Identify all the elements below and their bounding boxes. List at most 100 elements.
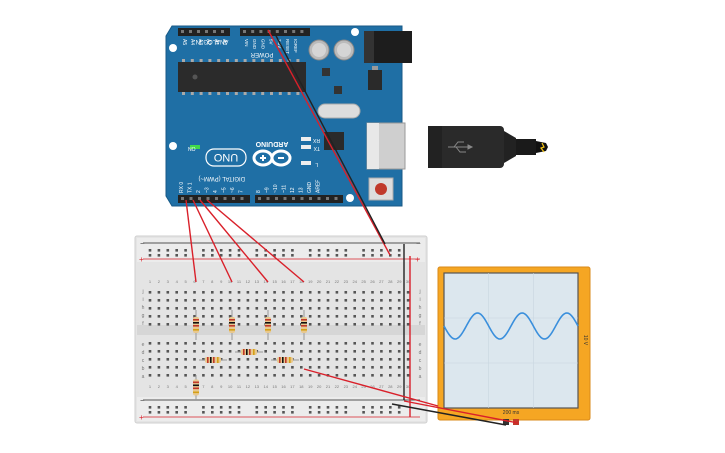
row-letter: j [418,289,420,295]
svg-text:1: 1 [149,384,152,389]
svg-text:20: 20 [317,279,322,284]
row-letter: h [142,305,145,311]
breadboard[interactable]: 1122334455667788991010111112121313141415… [134,235,428,424]
wire-signal-scope[interactable] [303,368,439,407]
svg-text:17: 17 [290,279,295,284]
row-letter: h [419,305,422,311]
row-letter: a [419,374,422,380]
digital-pin-label: GND [307,182,313,194]
power-pin-label: 3.3V [277,39,282,48]
digital-pin-label: ~9 [265,187,271,193]
svg-text:7: 7 [202,279,205,284]
rail-minus-label-bottom: − [140,396,145,405]
rail-plus-label-bottom: + [139,413,144,422]
wire-pin4[interactable] [199,199,269,283]
svg-text:16: 16 [281,384,286,389]
svg-text:29: 29 [397,279,402,284]
digital-pin-label: 4 [213,190,219,193]
rail-plus-label-right: + [415,255,420,264]
rx-led [301,137,311,141]
svg-text:19: 19 [308,279,313,284]
power-pin-label: IOREF [293,39,298,53]
svg-text:29: 29 [397,384,402,389]
power-pin-label: RESET [285,39,290,54]
svg-text:6: 6 [193,279,196,284]
wire-gnd-scope[interactable] [391,403,507,426]
volts-per-div-label: 10 V [582,335,588,346]
power-pin-label: VIN [244,39,249,47]
row-letter: c [142,358,145,364]
row-letter: f [142,321,144,327]
arduino-brand-label: ARDUINO [255,140,288,147]
digital-pin-label: ~11 [282,185,288,193]
atmega-chip [178,62,306,92]
svg-text:12: 12 [246,384,251,389]
wire-gnd[interactable] [272,29,386,245]
svg-text:2: 2 [158,279,161,284]
rail-plus-label: + [139,255,144,264]
analog-header[interactable] [178,28,230,36]
wire-pin5[interactable] [206,199,305,283]
svg-text:8: 8 [211,384,214,389]
digital-header-high[interactable] [255,195,343,203]
wire-pin3[interactable] [192,199,233,283]
l-led [301,161,311,165]
svg-text:26: 26 [370,279,375,284]
resistors[interactable] [193,310,307,400]
svg-text:21: 21 [326,279,331,284]
digital-pin-label: 8 [256,190,262,193]
digital-header-low[interactable] [178,195,250,203]
wire-scope-pos[interactable] [403,400,519,424]
lightning-icon [540,142,545,153]
svg-text:9: 9 [220,279,223,284]
crystal-oscillator [317,103,361,119]
svg-text:25: 25 [361,384,366,389]
mounting-hole [351,28,359,36]
digital-pwm-label: DIGITAL (PWM~) [198,175,245,181]
probe-terminal-neg[interactable] [503,419,509,425]
svg-text:18: 18 [299,279,304,284]
svg-text:15: 15 [272,384,277,389]
svg-text:28: 28 [388,279,393,284]
uno-badge [205,148,247,167]
svg-text:27: 27 [379,279,384,284]
tx-led [301,145,311,149]
usb-symbol-icon [448,141,474,153]
breadboard-column-numbers: 1122334455667788991010111112121313141415… [149,279,411,389]
wire-pin2[interactable] [185,199,197,283]
svg-text:10: 10 [228,279,233,284]
svg-text:27: 27 [379,384,384,389]
svg-text:21: 21 [326,384,331,389]
digital-pin-label: 12 [290,187,296,193]
svg-text:2: 2 [158,384,161,389]
usb-cable[interactable] [428,126,548,168]
power-header[interactable] [240,28,310,36]
digital-pin-label: 2 [196,190,202,193]
row-letter: f [419,321,421,327]
svg-text:9: 9 [220,384,223,389]
svg-text:24: 24 [352,384,357,389]
rail-minus-label: − [140,239,145,248]
svg-text:19: 19 [308,384,313,389]
analog-pin-label: A2 [205,39,211,45]
wire-5v[interactable] [267,29,391,256]
oscilloscope[interactable]: 10 V 200 ms [437,266,591,425]
wires[interactable] [185,29,519,426]
on-led [190,145,200,149]
digital-pin-label: AREF [316,180,322,193]
svg-text:30: 30 [406,384,411,389]
rx-label: RX [312,137,320,143]
row-letter: c [419,358,422,364]
power-label: POWER [250,51,273,57]
oscilloscope-screen [443,272,579,409]
svg-text:1: 1 [149,279,152,284]
row-letter: a [142,374,145,380]
digital-pin-label: TX 1 [188,182,194,193]
row-letter: d [419,350,422,356]
row-letter: i [142,297,143,303]
svg-text:3: 3 [167,384,170,389]
